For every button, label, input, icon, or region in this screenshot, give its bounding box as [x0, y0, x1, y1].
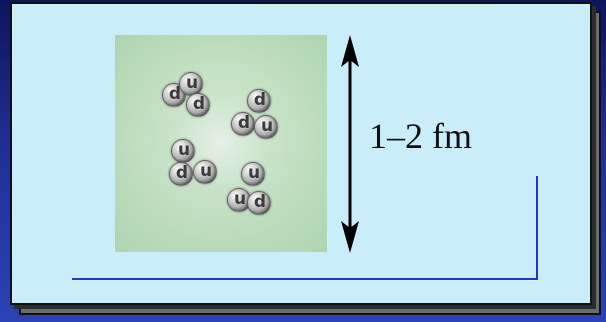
quark-label: d	[168, 84, 182, 104]
quark: d	[247, 191, 271, 215]
quark-label: d	[253, 90, 267, 110]
quark: d	[162, 83, 186, 107]
quark: u	[171, 139, 195, 163]
quark-label: u	[247, 163, 261, 183]
quark: d	[186, 93, 210, 117]
quark-label: d	[253, 192, 267, 212]
quark: d	[247, 89, 271, 113]
dimension-arrow	[341, 35, 359, 253]
quark-label: d	[175, 163, 189, 183]
quark-label: u	[177, 140, 191, 160]
quark: u	[241, 162, 265, 186]
quark-label: u	[233, 189, 247, 209]
nucleus-image: d u d d d u u d u u u	[115, 35, 327, 252]
size-label: 1–2 fm	[369, 116, 472, 156]
quark-label: d	[237, 113, 251, 133]
quark: d	[169, 162, 193, 186]
quark-label: d	[192, 94, 206, 114]
quark-label: u	[185, 73, 199, 93]
quark-label: u	[260, 116, 274, 136]
quark: d	[231, 112, 255, 136]
quark: u	[254, 115, 278, 139]
quark-label: u	[199, 161, 213, 181]
quark: u	[179, 72, 203, 96]
quark: u	[193, 160, 217, 184]
